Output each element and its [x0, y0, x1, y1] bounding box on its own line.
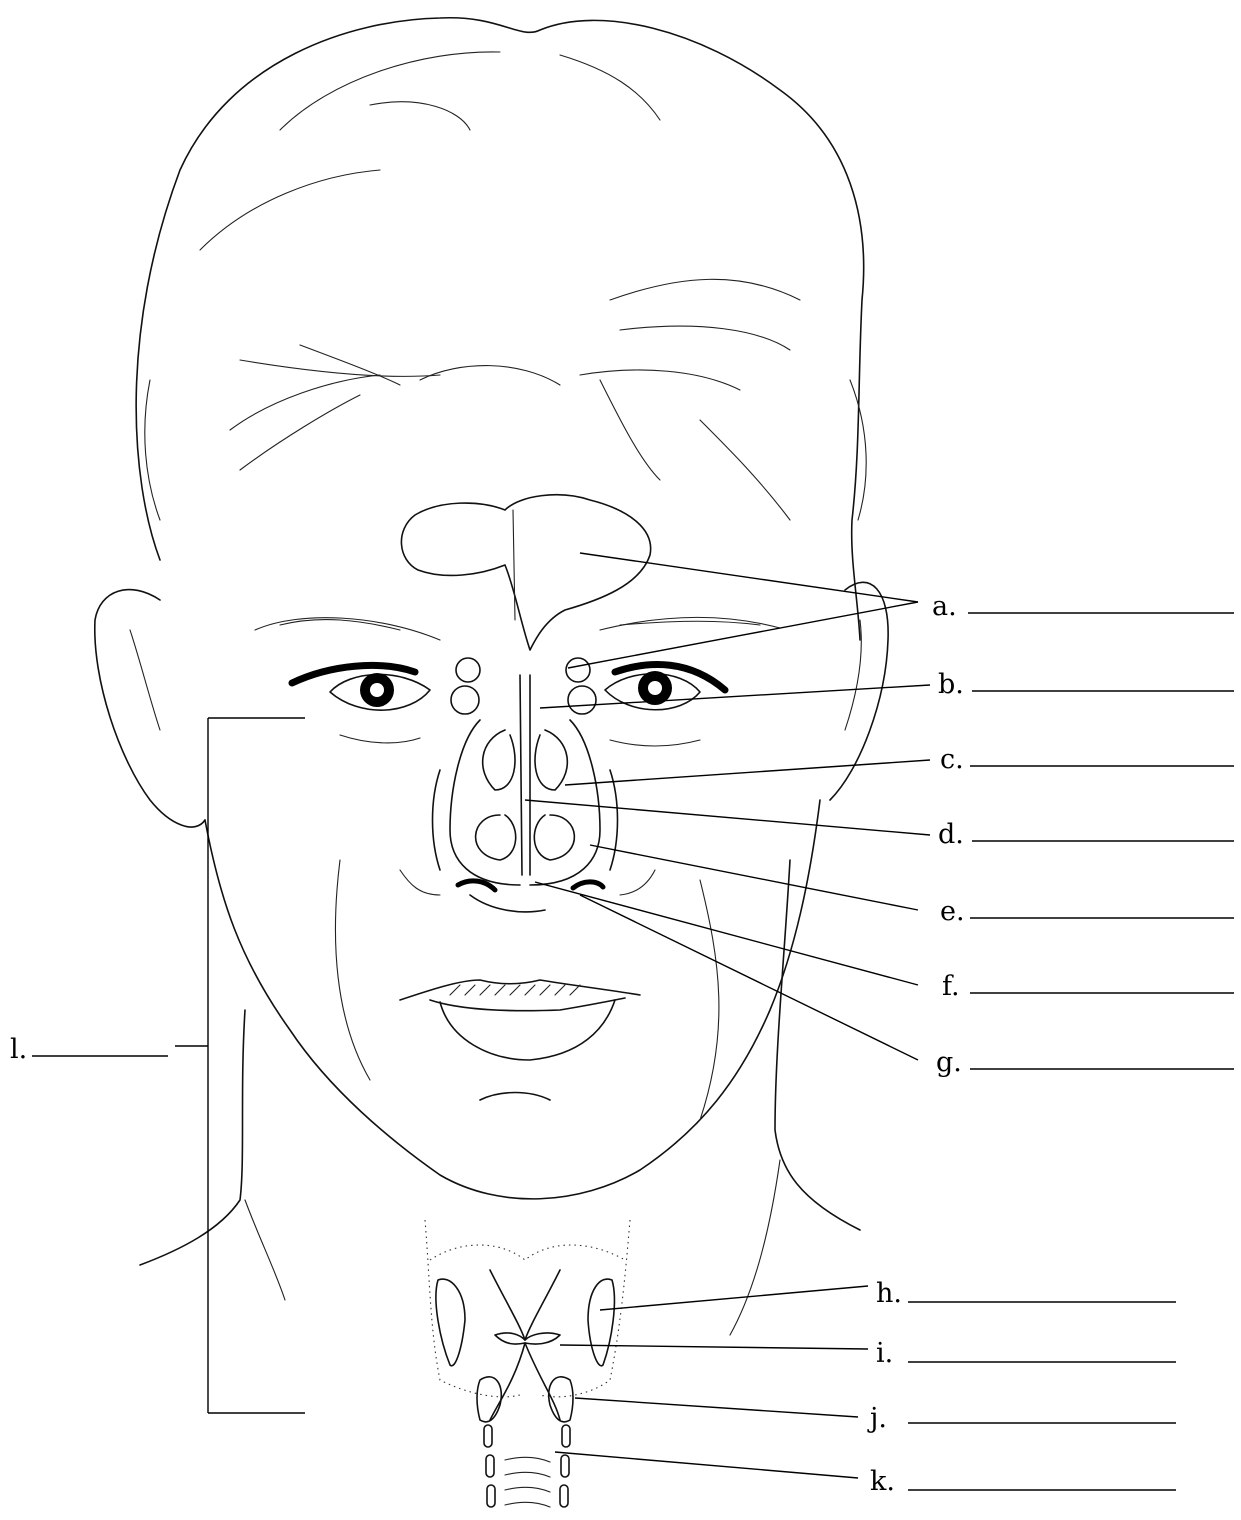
- label-i: i.: [876, 1338, 1176, 1369]
- label-e-text: e.: [940, 896, 965, 927]
- left-ear: [95, 590, 205, 827]
- trachea: [484, 1425, 570, 1507]
- label-g-text: g.: [936, 1047, 962, 1078]
- label-g: g.: [936, 1047, 1234, 1078]
- label-j: j.: [867, 1403, 1176, 1434]
- face-outline: [205, 800, 820, 1199]
- label-l: l.: [10, 1034, 168, 1065]
- label-h-text: h.: [876, 1278, 902, 1309]
- label-i-text: i.: [876, 1338, 893, 1369]
- larynx: [425, 1220, 630, 1422]
- head-illustration: [95, 18, 888, 1507]
- label-d: d.: [938, 819, 1234, 850]
- label-d-text: d.: [938, 819, 964, 850]
- label-k-text: k.: [870, 1466, 895, 1497]
- label-f-text: f.: [942, 971, 960, 1002]
- label-b: b.: [938, 669, 1234, 700]
- leader-lines: [175, 553, 930, 1478]
- neck-right: [775, 860, 860, 1230]
- label-c-text: c.: [940, 744, 964, 775]
- nasal-cavity: [433, 658, 618, 890]
- label-b-text: b.: [938, 669, 964, 700]
- label-l-text: l.: [10, 1034, 27, 1065]
- mouth: [400, 980, 640, 1060]
- right-ear: [830, 582, 888, 800]
- label-f: f.: [942, 971, 1234, 1002]
- left-eye-lash: [292, 665, 415, 683]
- label-c: c.: [940, 744, 1234, 775]
- label-k: k.: [870, 1466, 1176, 1497]
- answer-labels: a. b. c. d. e. f. g. h.: [10, 591, 1234, 1497]
- label-e: e.: [940, 896, 1234, 927]
- label-h: h.: [876, 1278, 1176, 1309]
- label-a: a.: [932, 591, 1234, 622]
- label-a-text: a.: [932, 591, 957, 622]
- label-j-text: j.: [867, 1403, 887, 1434]
- hair-outline: [136, 18, 864, 640]
- neck-left: [140, 1010, 245, 1265]
